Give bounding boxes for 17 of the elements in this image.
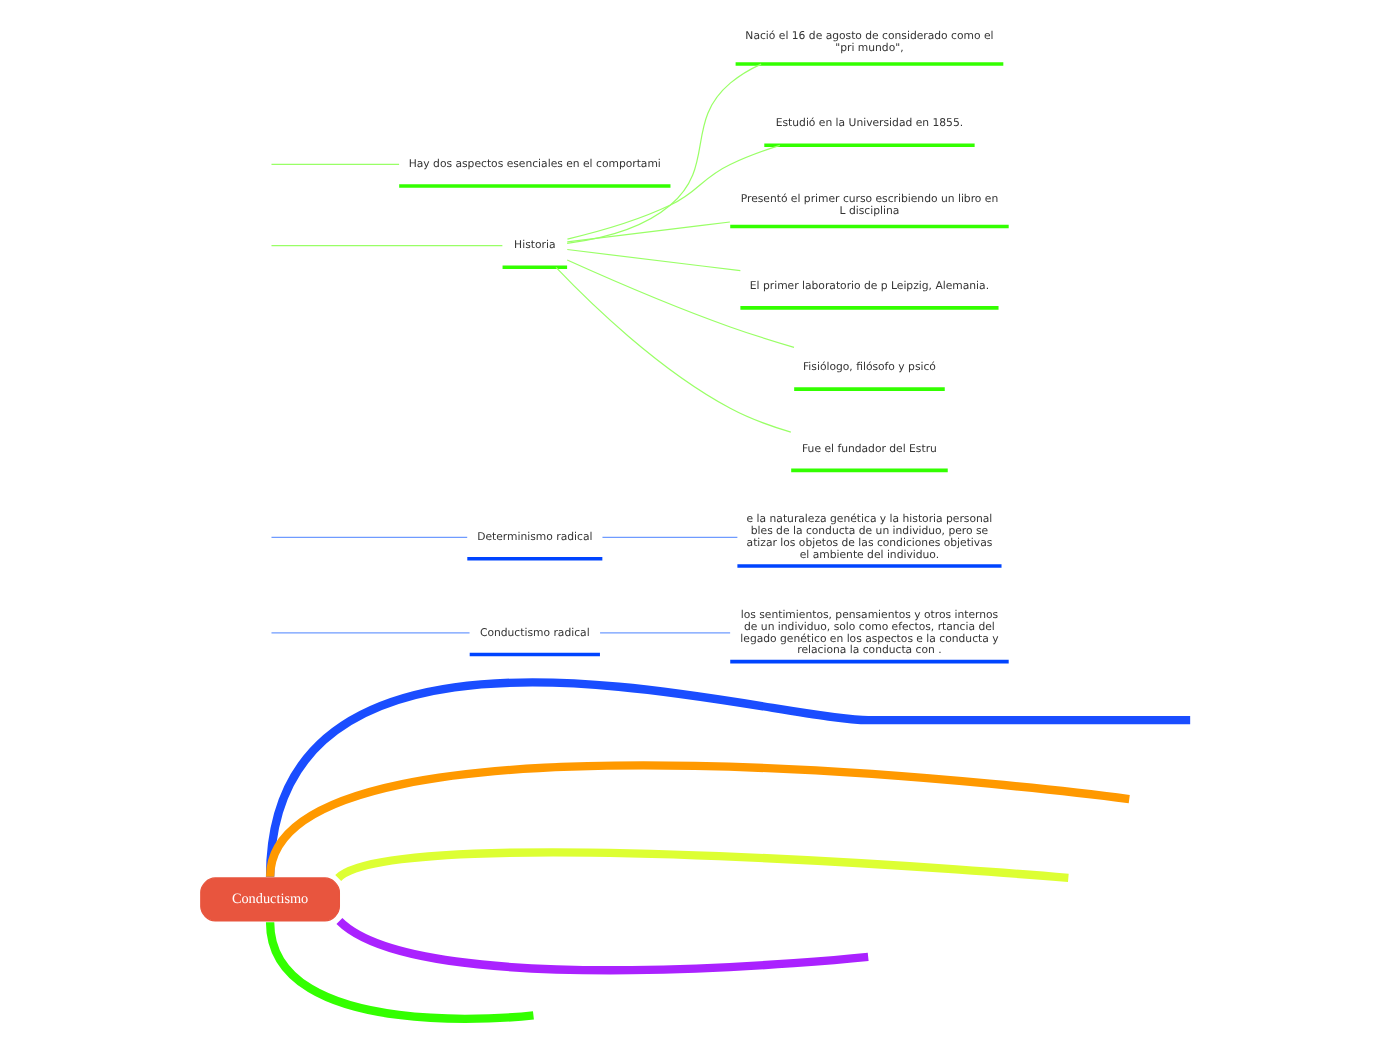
connector (599, 632, 731, 634)
connector (566, 221, 731, 243)
connector (566, 144, 781, 240)
connector (270, 632, 471, 634)
connector (601, 536, 738, 538)
connector (555, 266, 792, 433)
connector (566, 63, 762, 244)
connector (566, 248, 741, 272)
connector (266, 761, 1130, 879)
connector (270, 163, 400, 166)
connector (270, 245, 503, 247)
connector (336, 848, 1069, 883)
connector (566, 259, 795, 348)
connector (270, 536, 468, 538)
connector (337, 917, 869, 975)
connector (266, 921, 534, 1023)
connector (265, 678, 1191, 878)
